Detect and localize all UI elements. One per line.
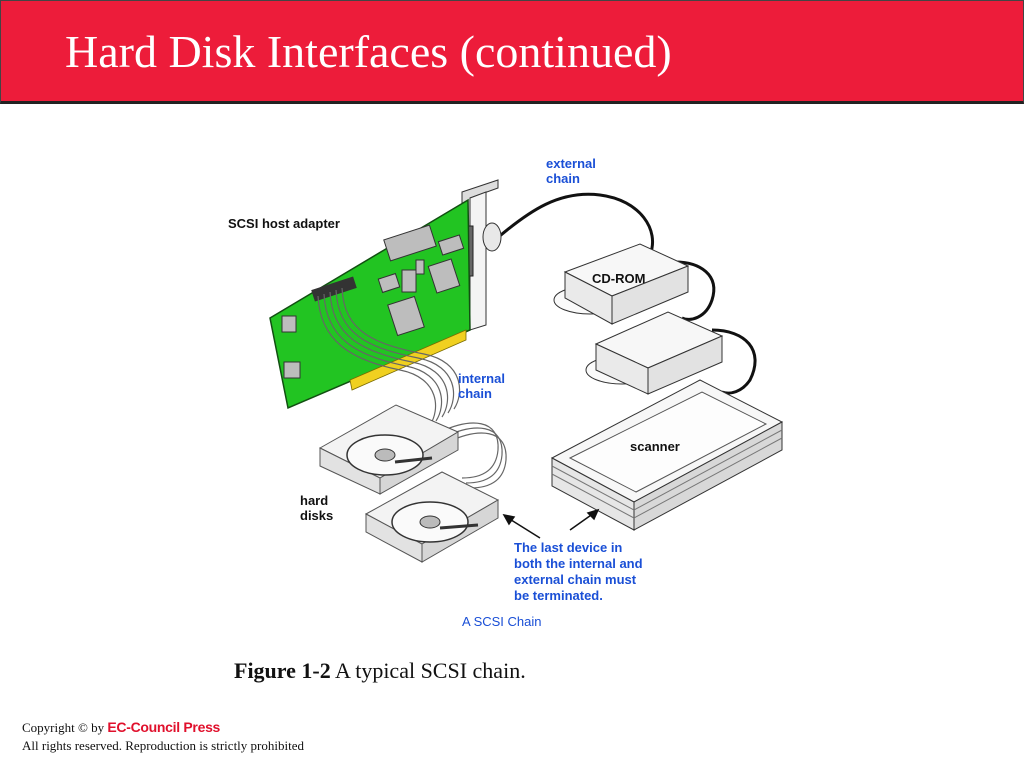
- copyright-prefix: Copyright © by: [22, 720, 108, 735]
- label-hard-disks-1: hard: [300, 493, 328, 508]
- figure-caption: Figure 1-2 A typical SCSI chain.: [234, 658, 526, 684]
- scsi-host-adapter-card: [269, 198, 471, 410]
- termination-note-line-1: The last device in: [514, 540, 622, 555]
- label-cdrom: CD-ROM: [592, 271, 645, 286]
- cdrom-drive: [553, 243, 690, 325]
- slide-title: Hard Disk Interfaces (continued): [65, 26, 672, 77]
- rights-line: All rights reserved. Reproduction is str…: [22, 738, 304, 753]
- termination-note-line-4: be terminated.: [514, 588, 603, 603]
- label-hard-disks-2: disks: [300, 508, 333, 523]
- termination-note-line-3: external chain must: [514, 572, 637, 587]
- footer: Copyright © by EC-Council Press All righ…: [22, 718, 304, 755]
- label-external-chain-1: external: [546, 156, 596, 171]
- hard-disk-1: [318, 404, 460, 495]
- figure-text: A typical SCSI chain.: [330, 658, 526, 683]
- internal-chain-ribbon: [317, 287, 507, 489]
- cdrom-drive-2: [585, 311, 724, 395]
- publisher-brand: EC-Council Press: [107, 719, 221, 735]
- label-internal-chain-1: internal: [458, 371, 505, 386]
- figure-number: Figure 1-2: [234, 658, 331, 683]
- scanner: [550, 379, 784, 531]
- termination-arrows: [502, 508, 600, 539]
- label-external-chain-2: chain: [546, 171, 580, 186]
- title-bar: Hard Disk Interfaces (continued): [0, 0, 1024, 104]
- copyright-line: Copyright © by EC-Council Press: [22, 718, 304, 737]
- label-host-adapter: SCSI host adapter: [228, 216, 340, 231]
- label-internal-chain-2: chain: [458, 386, 492, 401]
- external-chain-cable: [494, 192, 757, 395]
- label-scanner: scanner: [630, 439, 680, 454]
- diagram-title: A SCSI Chain: [462, 614, 542, 629]
- hard-disk-2: [364, 471, 500, 563]
- termination-note-line-2: both the internal and: [514, 556, 643, 571]
